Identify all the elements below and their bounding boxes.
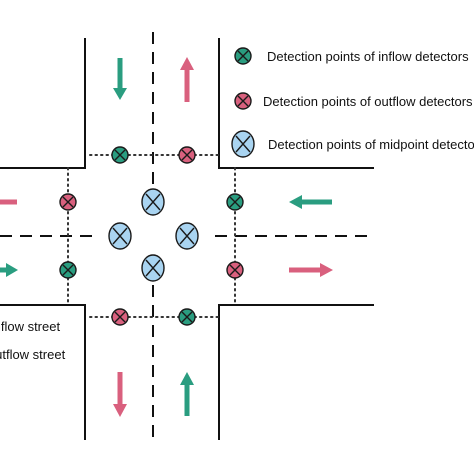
- flow-arrows: [0, 57, 333, 417]
- outflow-detector-left: [59, 193, 77, 211]
- inflow-detector-right: [226, 193, 244, 211]
- arrow-outflow-right: [289, 263, 333, 277]
- midpoint-detector-west: [108, 222, 132, 250]
- arrow-inflow-top: [113, 58, 127, 100]
- midpoint-detector-north: [141, 188, 165, 216]
- arrow-inflow-bottom: [180, 372, 194, 416]
- inflow-detector-left: [59, 261, 77, 279]
- street-legend-inflow-label: Inflow street: [0, 319, 60, 334]
- arrow-inflow-right: [289, 195, 332, 209]
- lane-dividers: [0, 32, 374, 440]
- legend-outflow-label: Detection points of outflow detectors: [263, 94, 473, 109]
- arrow-outflow-bottom: [113, 372, 127, 417]
- street-legend: Inflow street Outflow street: [0, 319, 66, 362]
- legend-inflow-icon: [234, 47, 252, 65]
- arrow-outflow-top: [180, 57, 194, 102]
- legend-inflow-label: Detection points of inflow detectors: [267, 49, 469, 64]
- outflow-detector-right: [226, 261, 244, 279]
- curb-bottom-left: [0, 304, 86, 440]
- inflow-detector-top: [111, 146, 129, 164]
- curb-bottom-right: [218, 304, 374, 440]
- midpoint-detector-south: [141, 254, 165, 282]
- legend-midpoint-icon: [231, 130, 255, 158]
- legend-outflow-icon: [234, 92, 252, 110]
- curb-top-left: [0, 38, 86, 169]
- road-curbs: [0, 38, 374, 440]
- arrow-inflow-left: [0, 263, 18, 277]
- stop-lines: [67, 154, 236, 318]
- legend: Detection points of inflow detectors Det…: [231, 47, 474, 158]
- detector-markers: [59, 146, 244, 326]
- outflow-detector-bottom: [111, 308, 129, 326]
- curb-top-right: [218, 38, 374, 169]
- midpoint-detector-east: [175, 222, 199, 250]
- inflow-detector-bottom: [178, 308, 196, 326]
- street-legend-outflow-label: Outflow street: [0, 347, 66, 362]
- outflow-detector-top: [178, 146, 196, 164]
- legend-midpoint-label: Detection points of midpoint detectors: [268, 137, 474, 152]
